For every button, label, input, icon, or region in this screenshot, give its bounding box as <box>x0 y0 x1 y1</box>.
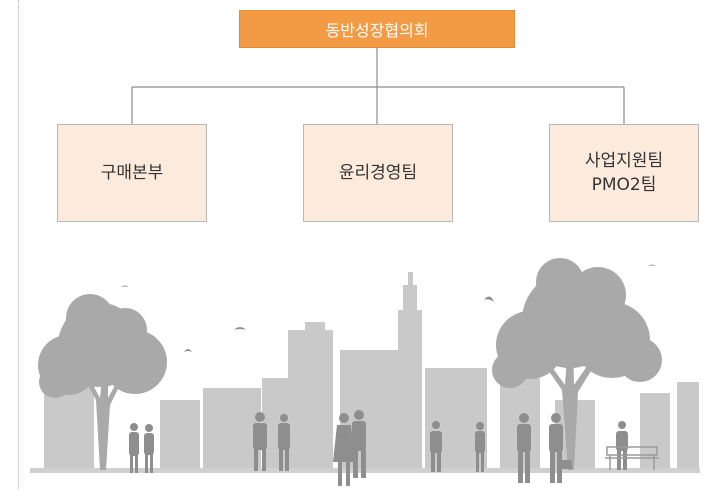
people-silhouettes <box>129 410 628 486</box>
council-label: 동반성장협의회 <box>325 21 429 40</box>
city-illustration <box>30 258 700 486</box>
left-dotted-divider <box>18 0 19 490</box>
park-bench <box>605 446 659 470</box>
purchasing-division-box: 구매본부 <box>57 124 207 222</box>
left-tree <box>38 294 167 470</box>
city-skyline <box>44 272 699 470</box>
ethics-management-team-label: 윤리경영팀 <box>338 163 418 183</box>
pmo2-team-label: PMO2팀 <box>591 175 657 195</box>
ethics-management-team-box: 윤리경영팀 <box>303 124 453 222</box>
right-tree <box>492 258 662 470</box>
business-support-team-label: 사업지원팀 <box>584 151 664 171</box>
birds <box>121 264 656 352</box>
connector-lines <box>131 48 625 124</box>
business-support-team-box: 사업지원팀 PMO2팀 <box>549 124 699 222</box>
purchasing-division-label: 구매본부 <box>100 163 164 183</box>
council-box: 동반성장협의회 <box>239 10 515 48</box>
